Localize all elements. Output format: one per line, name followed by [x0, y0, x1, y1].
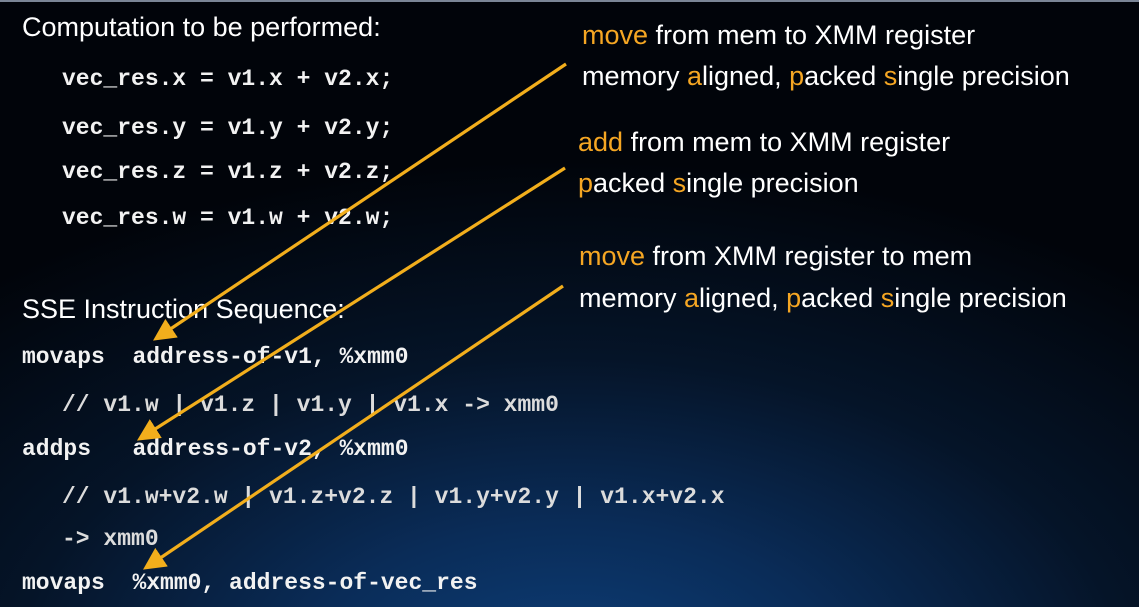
comment-addps-line1: // v1.w+v2.w | v1.z+v2.z | v1.y+v2.y | v…	[62, 484, 725, 510]
annotation-movaps-load-line1: move from mem to XMM register	[582, 22, 975, 49]
annotation-text: from XMM register to mem	[645, 241, 973, 271]
comment-register: xmm0	[503, 392, 559, 418]
ann-part: ingle precision	[897, 61, 1070, 91]
annotation-keyword: add	[578, 127, 624, 157]
ann-highlight-a: a	[687, 61, 703, 91]
annotation-keyword: move	[579, 241, 646, 271]
computation-heading: Computation to be performed:	[22, 12, 381, 42]
ann-part: ingle precision	[894, 283, 1067, 313]
instruction-movaps-store: movaps %xmm0, address-of-vec_res	[22, 572, 478, 595]
annotation-text: from mem to XMM register	[648, 20, 976, 50]
instruction-addps: addps address-of-v2, %xmm0	[22, 438, 409, 461]
ann-highlight-p: p	[578, 168, 594, 198]
computation-line-z: vec_res.z = v1.z + v2.z;	[62, 159, 394, 185]
register-xmm0: %xmm0	[339, 436, 409, 462]
opcode-addps: addps	[22, 436, 92, 462]
annotation-movaps-store-line1: move from XMM register to mem	[579, 243, 972, 270]
opcode-movaps: movaps	[22, 344, 105, 370]
computation-line-w: vec_res.w = v1.w + v2.w;	[62, 205, 394, 231]
ann-highlight-s: s	[880, 283, 895, 313]
arrow-movaps-load	[153, 62, 567, 341]
arrow-addps	[136, 166, 566, 441]
computation-line-x: vec_res.x = v1.x + v2.x;	[62, 66, 394, 92]
annotation-addps-line1: add from mem to XMM register	[578, 129, 950, 156]
register-xmm0: %xmm0	[339, 344, 409, 370]
annotation-movaps-store-line2: memory aligned, packed single precision	[579, 285, 1067, 312]
annotation-text: from mem to XMM register	[623, 127, 951, 157]
ann-part: acked	[593, 168, 673, 198]
ann-part: memory	[579, 283, 685, 313]
ann-part: ligned,	[699, 283, 787, 313]
opcode-movaps: movaps	[22, 570, 105, 596]
ann-part: ingle precision	[686, 168, 859, 198]
operand-src: address-of-v2,	[132, 436, 340, 462]
comment-text: ->	[62, 526, 104, 552]
top-divider	[0, 0, 1139, 2]
ann-part: ligned,	[702, 61, 790, 91]
ann-highlight-p: p	[789, 61, 805, 91]
computation-line-y: vec_res.y = v1.y + v2.y;	[62, 115, 394, 141]
comment-register: xmm0	[103, 526, 159, 552]
comment-addps-line2: -> xmm0	[62, 528, 159, 551]
ann-highlight-s: s	[672, 168, 687, 198]
arrow-movaps-store	[143, 284, 564, 570]
ann-part: acked	[801, 283, 881, 313]
annotation-keyword: move	[582, 20, 649, 50]
comment-movaps-load: // v1.w | v1.z | v1.y | v1.x -> xmm0	[62, 394, 559, 417]
annotation-addps-line2: packed single precision	[578, 170, 859, 197]
ann-highlight-s: s	[883, 61, 898, 91]
ann-highlight-a: a	[684, 283, 700, 313]
ann-part: memory	[582, 61, 688, 91]
annotation-movaps-load-line2: memory aligned, packed single precision	[582, 63, 1070, 90]
register-xmm0: %xmm0	[132, 570, 202, 596]
ann-highlight-p: p	[786, 283, 802, 313]
ann-part: acked	[804, 61, 884, 91]
sse-heading: SSE Instruction Sequence:	[22, 294, 345, 324]
operand-dst: , address-of-vec_res	[201, 570, 478, 596]
comment-text: // v1.w | v1.z | v1.y | v1.x ->	[62, 392, 504, 418]
